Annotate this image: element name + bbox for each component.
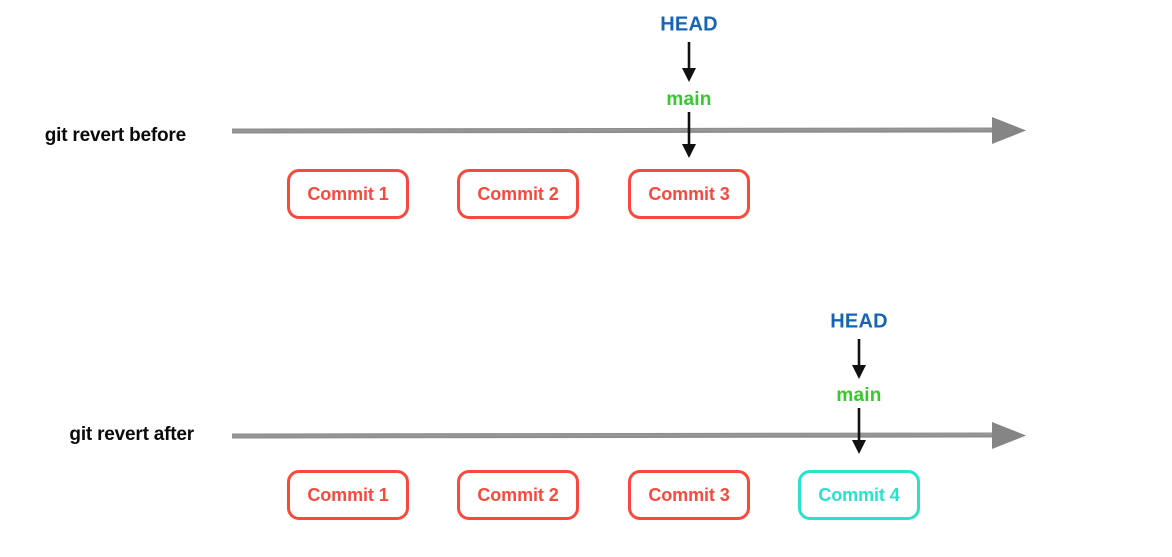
main-label-before: main [666, 89, 712, 110]
row-label-after: git revert after [69, 424, 194, 445]
head-to-main-arrow-after [848, 339, 870, 381]
commit-box[interactable]: Commit 2 [457, 169, 579, 219]
commit-box[interactable]: Commit 1 [287, 169, 409, 219]
commit-box-label: Commit 2 [477, 484, 559, 505]
main-to-timeline-arrow-before [678, 112, 700, 160]
row-label-before: git revert before [44, 125, 186, 146]
commit-box-label: Commit 3 [648, 183, 730, 204]
commit-box[interactable]: Commit 2 [457, 470, 579, 520]
commit-box[interactable]: Commit 3 [628, 169, 750, 219]
main-label-after: main [836, 385, 882, 406]
timeline-after [231, 420, 1026, 450]
commit-box[interactable]: Commit 3 [628, 470, 750, 520]
commit-box-label: Commit 2 [477, 183, 559, 204]
commit-box-new[interactable]: Commit 4 [798, 470, 920, 520]
commit-box-label: Commit 1 [307, 484, 389, 505]
commit-box[interactable]: Commit 1 [287, 470, 409, 520]
head-label-after: HEAD [830, 310, 888, 333]
head-label-before: HEAD [660, 13, 718, 36]
main-to-timeline-arrow-after [848, 408, 870, 456]
head-to-main-arrow-before [678, 42, 700, 84]
commit-box-label: Commit 3 [648, 484, 730, 505]
commit-box-label: Commit 4 [818, 484, 900, 505]
timeline-before [231, 115, 1026, 145]
commit-box-label: Commit 1 [307, 183, 389, 204]
